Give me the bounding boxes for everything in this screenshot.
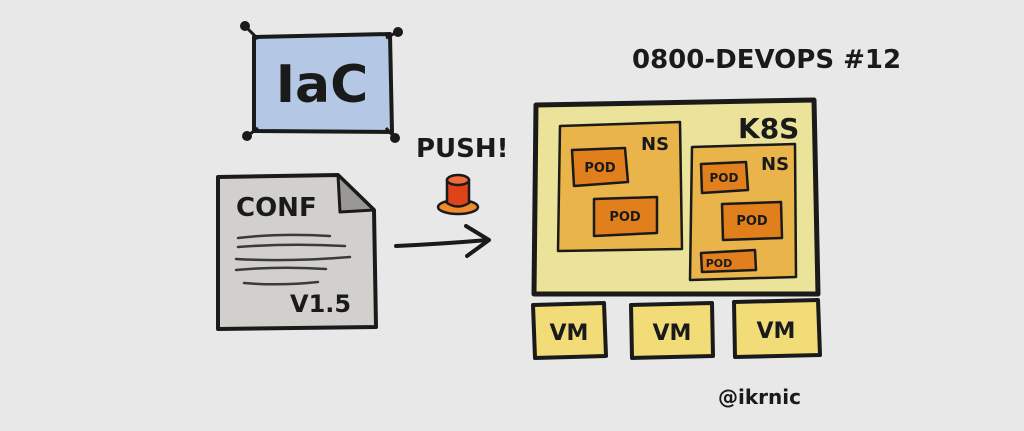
vm-label: VM bbox=[757, 319, 796, 344]
corner-pin-icon bbox=[240, 21, 260, 41]
corner-pin-icon bbox=[242, 126, 259, 141]
namespace-label: NS bbox=[641, 134, 669, 155]
pod-label: POD bbox=[736, 214, 768, 229]
corner-pin-icon bbox=[385, 27, 403, 40]
pod: POD bbox=[699, 248, 758, 274]
iac-label: IaC bbox=[276, 55, 369, 115]
pod: POD bbox=[699, 160, 750, 195]
pod: POD bbox=[592, 195, 659, 238]
pod: POD bbox=[570, 146, 630, 188]
document-title: CONF bbox=[236, 193, 317, 223]
pod-label: POD bbox=[706, 257, 733, 270]
vm-box: VM bbox=[629, 301, 715, 360]
pod-label: POD bbox=[609, 210, 641, 225]
k8s-cluster: K8S NS POD POD NS POD POD bbox=[531, 97, 821, 297]
episode-label: 0800-DEVOPS #12 bbox=[632, 45, 901, 75]
vm-label: VM bbox=[653, 321, 692, 346]
config-document: CONF V1.5 bbox=[216, 173, 378, 331]
vm-label: VM bbox=[550, 321, 589, 346]
namespace: NS POD POD bbox=[556, 120, 684, 253]
pod-label: POD bbox=[710, 171, 739, 185]
push-label: PUSH! bbox=[416, 134, 509, 164]
arrow-right-icon bbox=[394, 224, 491, 258]
document-version: V1.5 bbox=[290, 290, 351, 318]
push-button-icon bbox=[436, 173, 480, 216]
author-handle: @ikrnic bbox=[718, 385, 801, 409]
namespace-label: NS bbox=[761, 154, 789, 175]
vm-box: VM bbox=[732, 298, 822, 359]
namespace: NS POD POD POD bbox=[688, 142, 798, 282]
cluster-label: K8S bbox=[738, 112, 799, 145]
vm-box: VM bbox=[531, 301, 608, 360]
iac-card: IaC bbox=[240, 21, 403, 143]
corner-pin-icon bbox=[384, 126, 400, 143]
folded-corner-icon bbox=[336, 173, 376, 214]
pod: POD bbox=[720, 200, 784, 242]
document-text-lines bbox=[234, 233, 352, 286]
pod-label: POD bbox=[584, 161, 616, 176]
